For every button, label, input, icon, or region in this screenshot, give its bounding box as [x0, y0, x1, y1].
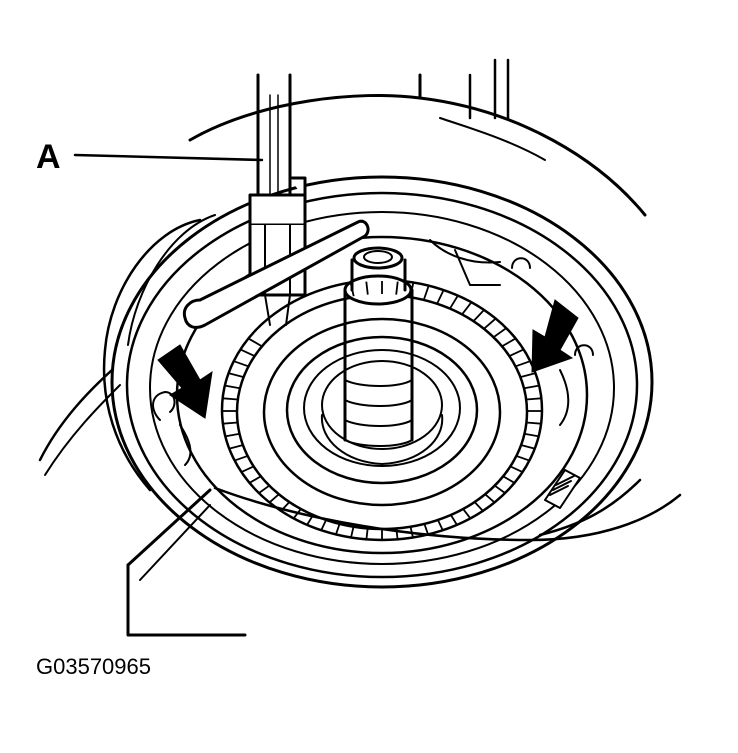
right-arrow-icon — [531, 299, 579, 373]
ring-tooth — [222, 421, 238, 425]
ring-tooth — [268, 493, 281, 504]
ring-tooth — [483, 318, 496, 329]
ring-tooth — [449, 295, 459, 309]
outer-flange-ring — [110, 175, 654, 589]
ring-tooth — [224, 432, 240, 438]
ring-tooth — [233, 454, 249, 462]
ring-tooth — [509, 348, 524, 357]
ring-tooth — [526, 421, 542, 425]
ring-tooth — [224, 384, 240, 390]
ring-tooth — [334, 522, 341, 536]
ring-tooth — [248, 338, 262, 347]
lower-cover — [126, 486, 682, 637]
ring-tooth — [524, 384, 540, 390]
tool-a-gauge — [182, 73, 370, 329]
ring-tooth — [222, 397, 238, 401]
ring-tooth — [292, 507, 303, 520]
ring-tooth — [502, 338, 516, 347]
ring-tooth — [461, 507, 472, 520]
ring-tooth — [461, 302, 472, 315]
ring-tooth — [509, 465, 524, 474]
ring-tooth — [520, 372, 536, 378]
ring-tooth — [395, 281, 399, 295]
ring-tooth — [233, 360, 249, 368]
ring-tooth — [248, 475, 262, 484]
ring-tooth — [228, 372, 244, 378]
ring-tooth — [240, 465, 255, 474]
ring-tooth — [502, 475, 516, 484]
figure-code: G03570965 — [36, 654, 151, 679]
ring-tooth — [473, 500, 485, 513]
ring-tooth — [493, 327, 507, 338]
ring-tooth — [409, 283, 415, 297]
ring-tooth — [349, 283, 355, 297]
ring-tooth — [257, 484, 271, 495]
left-arrow-icon — [157, 344, 213, 419]
ring-tooth — [436, 518, 445, 532]
ring-tooth — [349, 525, 355, 539]
ring-tooth — [483, 493, 496, 504]
ring-tooth — [436, 290, 445, 304]
ring-tooth — [228, 444, 244, 450]
ring-tooth — [279, 500, 291, 513]
ring-tooth — [515, 454, 531, 462]
ring-tooth — [524, 432, 540, 438]
ring-tooth — [526, 397, 542, 401]
ring-tooth — [240, 348, 255, 357]
ring-tooth — [493, 484, 507, 495]
ring-tooth — [319, 518, 328, 532]
input-shaft — [343, 246, 414, 447]
ring-tooth — [365, 281, 369, 295]
callout-label-a: A — [36, 138, 61, 176]
ring-tooth — [409, 525, 415, 539]
ring-tooth — [515, 360, 531, 368]
ring-tooth — [449, 513, 459, 527]
ring-tooth — [473, 309, 485, 322]
callout-leader-line — [73, 153, 264, 162]
ring-tooth — [365, 527, 369, 541]
detent-spring — [544, 469, 581, 509]
ring-tooth — [423, 522, 430, 536]
ring-tooth — [423, 286, 430, 300]
ring-tooth — [395, 527, 399, 541]
ring-tooth — [520, 444, 536, 450]
housing-outline — [188, 73, 422, 142]
ring-teeth — [222, 281, 542, 541]
ring-tooth — [305, 513, 315, 527]
hub-rings — [262, 317, 502, 507]
